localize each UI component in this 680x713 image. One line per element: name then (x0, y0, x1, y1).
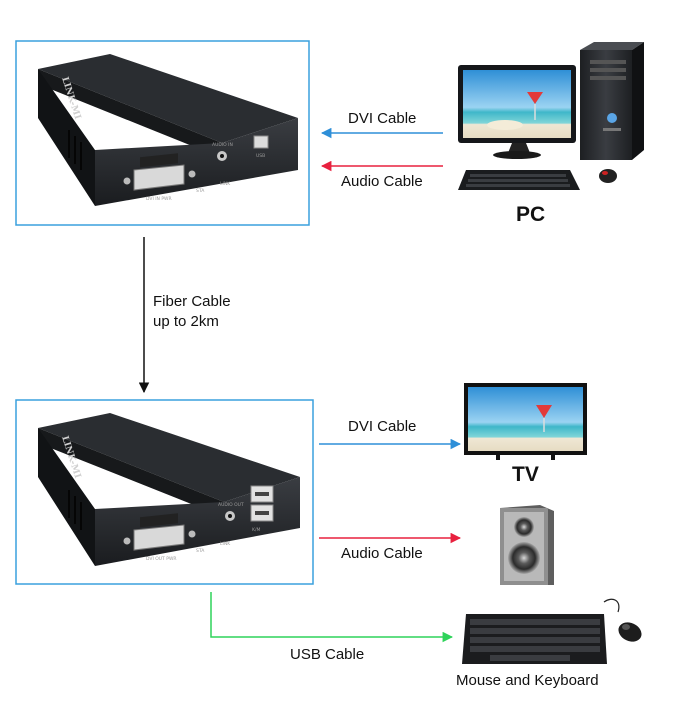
keyboard-mouse-icon (462, 598, 642, 664)
usb-cable-label: USB Cable (290, 646, 365, 663)
svg-text:LINK: LINK (220, 541, 231, 547)
svg-text:DVI OUT PWR: DVI OUT PWR (146, 556, 177, 562)
svg-text:USB: USB (256, 153, 265, 159)
svg-text:STA: STA (196, 188, 205, 194)
svg-text:AUDIO OUT: AUDIO OUT (218, 502, 244, 508)
tv-label: TV (512, 463, 539, 486)
svg-text:AUDIO IN: AUDIO IN (212, 142, 233, 148)
pc-label: PC (516, 203, 546, 226)
svg-text:LINK: LINK (220, 181, 231, 187)
dvi-cable-label-bottom: DVI Cable (348, 418, 417, 435)
speaker-icon (500, 505, 554, 585)
svg-text:DVI IN PWR: DVI IN PWR (146, 196, 172, 202)
kvm-transmitter-icon: DVI IN PWR AUDIO IN USB STA LINK LINK-MI (38, 54, 298, 206)
mouse-keyboard-label: Mouse and Keyboard (456, 672, 599, 689)
fiber-line2: up to 2km (153, 313, 219, 330)
svg-text:STA: STA (196, 548, 205, 554)
audio-cable-label-top: Audio Cable (341, 173, 423, 190)
fiber-cable-label: Fiber Cable up to 2km (153, 292, 231, 332)
pc-icon (458, 42, 644, 190)
kvm-receiver-icon: DVI OUT PWR AUDIO OUT K/M STA LINK LINK-… (38, 413, 300, 566)
fiber-line1: Fiber Cable (153, 293, 231, 310)
dvi-cable-label-top: DVI Cable (348, 110, 417, 127)
audio-cable-label-bottom: Audio Cable (341, 545, 423, 562)
tv-icon (464, 383, 587, 460)
usb-arrow (210, 592, 454, 643)
svg-text:K/M: K/M (252, 527, 260, 533)
